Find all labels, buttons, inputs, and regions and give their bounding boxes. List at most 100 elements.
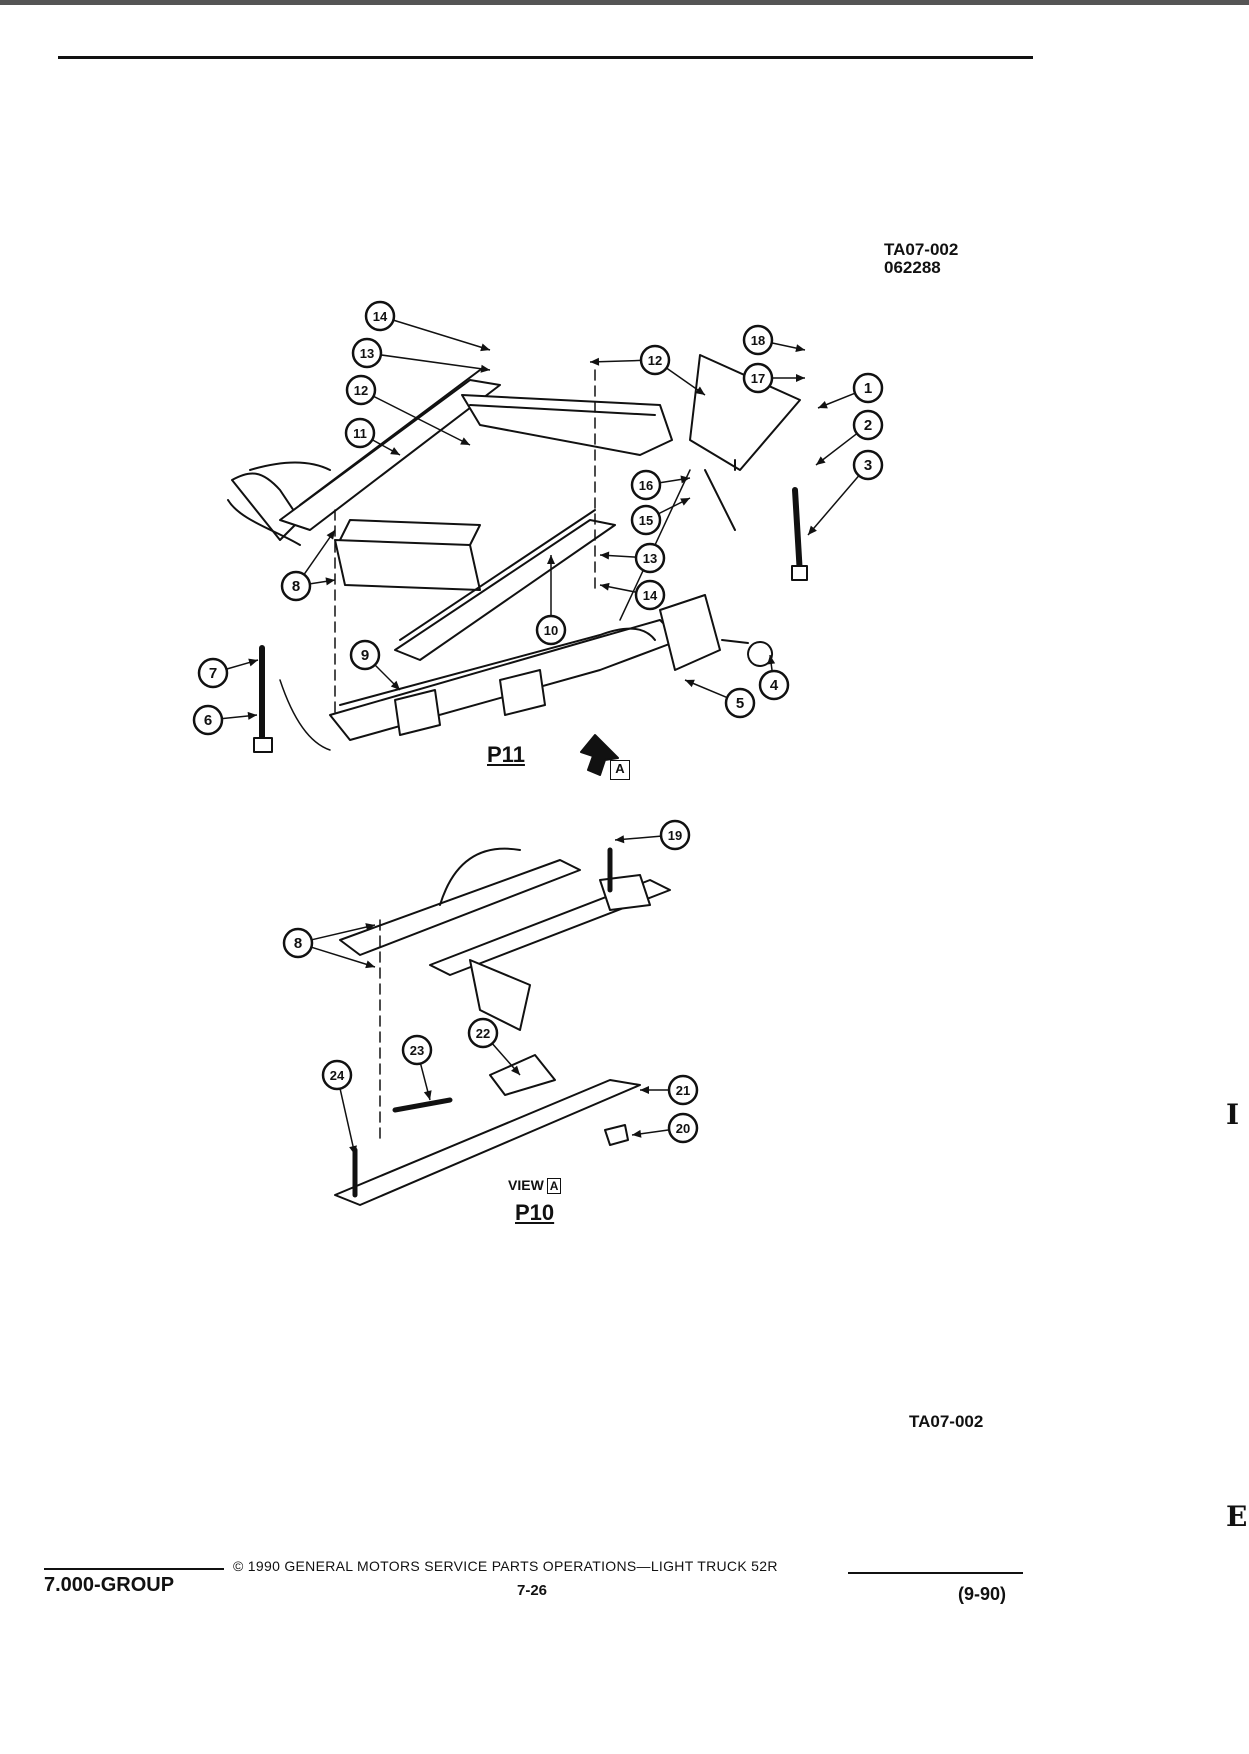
callout-circle-5 (724, 687, 756, 719)
callout-number-23: 23 (410, 1043, 424, 1058)
callout-number-12: 12 (648, 353, 662, 368)
callout-circle-2 (852, 409, 884, 441)
callout-number-8: 8 (294, 935, 302, 952)
callout-arrowhead-8 (326, 530, 335, 540)
callout-arrowhead-14 (600, 582, 610, 591)
callout-circle-14 (634, 579, 666, 611)
callout-arrowhead-10 (547, 555, 555, 564)
view-a-marker: A (610, 760, 630, 780)
callout-number-13: 13 (360, 346, 374, 361)
callout-arrowhead-24 (349, 1145, 357, 1155)
p11-direction-arrow (580, 734, 619, 776)
callout-circle-12 (345, 374, 377, 406)
callout-arrowhead-21 (640, 1086, 649, 1094)
callout-arrowhead-22 (511, 1065, 520, 1075)
callout-number-14: 14 (373, 309, 388, 324)
callout-arrowhead-18 (795, 344, 805, 353)
callout-leader-24 (339, 1088, 356, 1156)
callout-leader-8 (311, 946, 376, 968)
callout-number-14: 14 (643, 588, 658, 603)
callout-arrowhead-23 (423, 1090, 432, 1100)
callout-number-2: 2 (864, 417, 872, 434)
callout-arrowhead-13 (480, 364, 490, 373)
top-scan-band (0, 0, 1249, 5)
callout-circle-21 (667, 1074, 699, 1106)
callout-number-19: 19 (668, 828, 682, 843)
callout-circle-11 (344, 417, 376, 449)
callout-arrowhead-12 (460, 437, 470, 445)
callout-circle-14 (364, 300, 396, 332)
callout-arrowhead-8 (365, 923, 375, 931)
callout-circle-7 (197, 657, 229, 689)
callout-number-17: 17 (751, 371, 765, 386)
callout-circle-24 (321, 1059, 353, 1091)
callout-circle-13 (351, 337, 383, 369)
callout-number-3: 3 (864, 457, 872, 474)
p10-assembly (334, 847, 671, 1206)
callout-arrowhead-7 (248, 658, 258, 667)
callout-number-5: 5 (736, 695, 744, 712)
callout-arrowhead-17 (796, 374, 805, 382)
callout-arrowhead-6 (247, 711, 257, 720)
callout-leader-8 (303, 529, 336, 575)
footer-rule-right (848, 1572, 1023, 1574)
callout-number-20: 20 (676, 1121, 690, 1136)
callout-circle-8 (282, 927, 314, 959)
edge-mark-upper: I (1226, 1098, 1240, 1131)
callout-circle-9 (349, 639, 381, 671)
p11-assembly (227, 354, 808, 753)
view-p10-caption: P10 (515, 1200, 555, 1225)
callout-number-13: 13 (643, 551, 657, 566)
footer-group: 7.000-GROUP (44, 1574, 175, 1596)
callout-number-1: 1 (864, 380, 872, 397)
callout-arrowhead-12 (695, 386, 705, 395)
callout-arrowhead-4 (767, 655, 776, 665)
callout-arrowhead-1 (818, 400, 828, 409)
callout-arrowhead-16 (680, 475, 690, 484)
callout-number-11: 11 (353, 426, 367, 441)
callout-circle-10 (535, 614, 567, 646)
callout-arrowhead-12 (590, 357, 600, 366)
figure-ref-number: 062288 (884, 258, 941, 277)
callout-number-8: 8 (292, 578, 300, 595)
callout-circle-23 (401, 1034, 433, 1066)
callout-circle-20 (667, 1112, 699, 1144)
callout-number-21: 21 (676, 1083, 690, 1098)
callout-leader-3 (807, 475, 860, 536)
callout-number-9: 9 (361, 647, 369, 664)
footer-page-number: 7-26 (517, 1582, 548, 1599)
callout-circle-12 (639, 344, 671, 376)
callout-arrowhead-2 (816, 456, 826, 465)
callout-number-24: 24 (330, 1068, 345, 1083)
callout-arrowhead-11 (390, 447, 400, 455)
footer-copyright: © 1990 GENERAL MOTORS SERVICE PARTS OPER… (233, 1558, 778, 1574)
view-a-text: VIEW (508, 1177, 544, 1193)
callout-arrowhead-19 (615, 835, 625, 844)
callout-circle-8 (280, 570, 312, 602)
callout-number-12: 12 (354, 383, 368, 398)
view-p11-caption: P11 (487, 742, 525, 767)
header-rule (58, 56, 1033, 59)
callout-circle-13 (634, 542, 666, 574)
callout-number-15: 15 (639, 513, 653, 528)
footer-rule-left (44, 1568, 224, 1570)
callout-circle-19 (659, 819, 691, 851)
callout-leader-14 (393, 319, 491, 351)
callout-circle-1 (852, 372, 884, 404)
callout-circle-17 (742, 362, 774, 394)
callout-arrowhead-3 (808, 525, 817, 535)
callout-number-4: 4 (770, 677, 779, 694)
callout-circle-16 (630, 469, 662, 501)
callout-number-22: 22 (476, 1026, 490, 1041)
callout-circle-6 (192, 704, 224, 736)
callout-leader-13 (380, 354, 491, 371)
view-a-box: A (546, 1178, 562, 1194)
callout-leader-8 (311, 924, 376, 941)
callout-arrowhead-8 (325, 577, 335, 586)
footer-date: (9-90) (958, 1584, 1007, 1604)
callout-arrowhead-5 (685, 679, 695, 688)
figure-ref-code: TA07-002 (884, 240, 959, 259)
callout-circle-18 (742, 324, 774, 356)
callout-arrowhead-14 (480, 343, 490, 352)
